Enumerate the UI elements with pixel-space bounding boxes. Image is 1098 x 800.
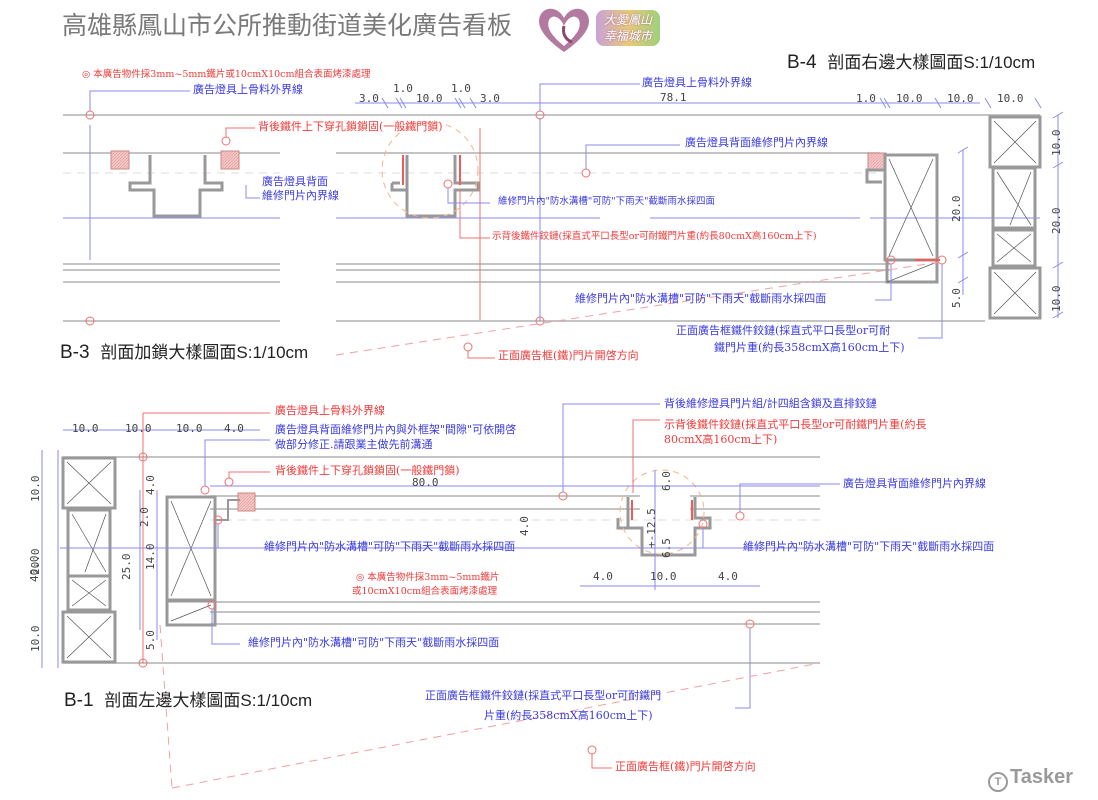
gutter-note-bottom-a: 維修門片內"防水溝槽"可防"下雨天"截斷雨水採四面: [264, 540, 516, 553]
logo-line-1: 大愛鳳山: [604, 13, 653, 27]
dim-col-20: 20.0: [1050, 207, 1063, 235]
dim-lock-6: 6.0: [660, 471, 673, 491]
dim-inner-14: 14.0: [144, 543, 157, 571]
b3-b4-section-drawing: [63, 83, 1064, 359]
b1-section-drawing: [41, 403, 840, 789]
dim-lock-bottom-4b: 4.0: [718, 570, 738, 583]
lock-note-bottom: 背後鐵件上下穿孔鎖鎖固(一般鐵門鎖): [275, 464, 460, 477]
dim-inner-2: 2.0: [138, 507, 151, 527]
front-hinge-note-top-1: 正面廣告框鐵件鉸鏈(採直式平口長型or可耐: [676, 324, 891, 337]
inner-line-label-a1: 廣告燈具背面: [262, 175, 328, 188]
dim-right-5: 5.0: [950, 288, 963, 308]
outer-line-label-bottom: 廣告燈具上骨料外界線: [275, 404, 385, 417]
material-note-bottom-1: ◎ 本廣告物件採3mm~5mm鐵片: [356, 572, 500, 583]
dim-top-3a: 3.0: [359, 92, 379, 105]
dim-bt-10a: 10.0: [72, 422, 99, 435]
hinge-note-bottom-1: 示背後鐵件鉸鏈(採直式平口長型or可耐鐵門片重(約長: [664, 418, 927, 431]
dim-inner-25: 25.0: [120, 553, 133, 581]
section-title-b3: B-3 剖面加鎖大樣圖面S:1/10cm: [60, 342, 309, 363]
gutter-note-top-b: 維修門片內"防水溝槽"可防"下雨天"截斷雨水採四面: [575, 292, 827, 305]
outer-line-label-right: 廣告燈具上骨料外界線: [642, 76, 752, 89]
front-hinge-note-top-2: 鐵門片重(約長358cmX高160cm上下): [714, 341, 905, 354]
dim-lock-4: 4.0: [518, 516, 531, 536]
dim-top-right-4: 10.0: [997, 92, 1024, 105]
gap-note-2: 做部分修正.請跟業主做先前溝通: [275, 438, 433, 451]
hinge-note-top: 示背後鐵件鉸鏈(採直式平口長型or可耐鐵門片重(約長80cmX高160cm上下): [492, 231, 817, 242]
dim-top-right-3: 10.0: [947, 92, 974, 105]
material-note-bottom-2: 或10cmX10cm組合表面烤漆處理: [352, 586, 498, 597]
dim-lock-bottom-4a: 4.0: [593, 570, 613, 583]
dim-top-1a: 1.0: [393, 82, 413, 95]
dim-right-20: 20.0: [950, 195, 963, 223]
dim-top-10: 10.0: [416, 92, 443, 105]
dim-left-10a: 10.0: [29, 475, 42, 503]
dim-lock-6-5: 6.5: [660, 538, 673, 558]
page-title: 高雄縣鳳山市公所推動街道美化廣告看板: [62, 11, 513, 40]
outer-line-label-left: 廣告燈具上骨料外界線: [193, 83, 303, 96]
section-title-b1: B-1 剖面左邊大樣圖面S:1/10cm: [64, 690, 313, 711]
hinge-note-bottom-2: 80cmX高160cm上下): [664, 433, 778, 446]
gutter-note-bottom-c: 維修門片內"防水溝槽"可防"下雨天"截斷雨水採四面: [248, 636, 500, 649]
front-hinge-note-bottom-2: 片重(約長358cmX高160cm上下): [484, 709, 653, 722]
dim-inner-4: 4.0: [144, 475, 157, 495]
gutter-note-top-a: 維修門片內"防水溝槽"可防"下雨天"截斷雨水採四面: [498, 196, 715, 207]
front-hinge-note-bottom-1: 正面廣告框鐵件鉸鏈(採直式平口長型or可耐鐵門: [425, 689, 662, 702]
dim-top-right-1: 1.0: [856, 92, 876, 105]
lock-note-top: 背後鐵件上下穿孔鎖鎖固(一般鐵門鎖): [258, 120, 443, 133]
dim-col-10b: 10.0: [1050, 285, 1063, 313]
inner-line-label-b: 廣告燈具背面維修門片內界線: [685, 136, 828, 149]
dim-lock-12-5: +-12.5: [645, 508, 658, 548]
open-direction-note-bottom: 正面廣告框(鐵)門片開啓方向: [615, 760, 756, 773]
gap-note-1: 廣告燈具背面維修門片內與外框架"間隙"可依開啓: [275, 423, 517, 436]
dim-bt-4: 4.0: [224, 422, 244, 435]
gutter-note-bottom-b: 維修門片內"防水溝槽"可防"下雨天"截斷雨水採四面: [743, 540, 995, 553]
dim-inner-5: 5.0: [144, 630, 157, 650]
inner-line-label-bottom: 廣告燈具背面維修門片內界線: [843, 477, 986, 490]
dim-top-span: 78.1: [660, 91, 687, 104]
dim-left-20: 20.0: [29, 548, 42, 576]
dim-left-10b: 10.0: [29, 625, 42, 653]
section-title-b4: B-4 剖面右邊大樣圖面S:1/10cm: [787, 52, 1036, 73]
tasker-logo-icon: T: [988, 772, 1008, 792]
door-group-note: 背後維修燈具門片組/計四組含鎖及直排鉸鏈: [664, 397, 877, 410]
dim-lock-bottom-10: 10.0: [650, 570, 677, 583]
dim-top-right-2: 10.0: [896, 92, 923, 105]
dim-bt-10c: 10.0: [176, 422, 203, 435]
dim-top-1b: 1.0: [451, 82, 471, 95]
city-logo: 大愛鳳山 幸福城市: [534, 4, 689, 56]
dim-bottom-span: 80.0: [412, 476, 439, 489]
open-direction-note-top: 正面廣告框(鐵)門片開啓方向: [498, 349, 639, 362]
material-note-top: ◎ 本廣告物件採3mm~5mm鐵片或10cmX10cm組合表面烤漆處理: [82, 69, 371, 80]
dim-top-3b: 3.0: [480, 92, 500, 105]
dim-col-10a: 10.0: [1050, 129, 1063, 157]
logo-line-2: 幸福城市: [604, 29, 653, 44]
dim-bt-10b: 10.0: [125, 422, 152, 435]
inner-line-label-a2: 維修門片內界線: [262, 189, 339, 202]
heart-logo-icon: [539, 8, 589, 52]
